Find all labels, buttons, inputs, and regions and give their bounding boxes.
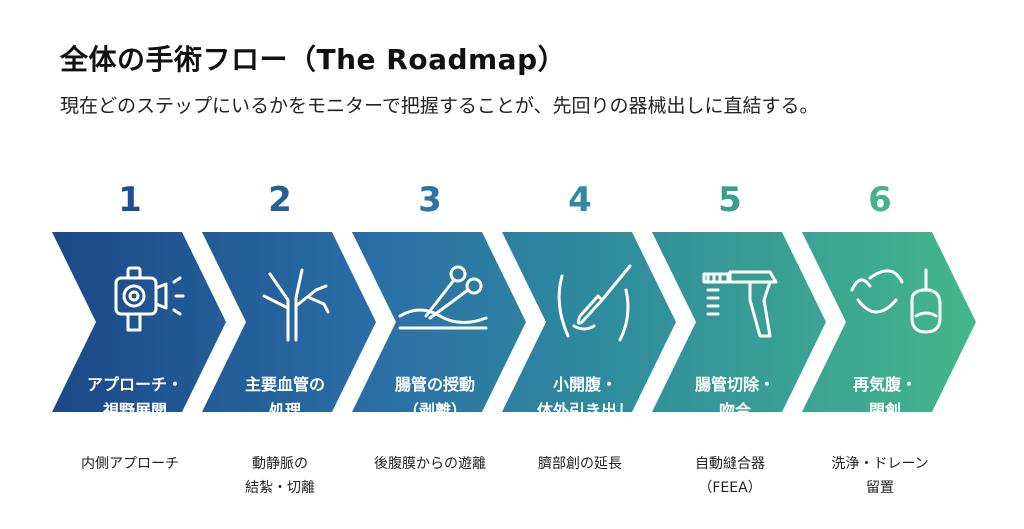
suture-drain-icon bbox=[850, 268, 942, 334]
endoscope-camera-icon bbox=[114, 266, 185, 332]
step-number-6: 6 bbox=[868, 180, 892, 220]
step-desc-4: 臍部創の延長 bbox=[538, 456, 622, 472]
step-desc-6: 洗浄・ドレーン留置 bbox=[831, 456, 929, 496]
scissors-dissection-icon bbox=[398, 265, 488, 330]
step-desc-1: 内側アプローチ bbox=[81, 456, 179, 472]
step-label-6: 再気腹・閉創 bbox=[852, 375, 917, 420]
step-label-2: 主要血管の処理 bbox=[244, 375, 325, 420]
blood-vessel-icon bbox=[262, 268, 330, 342]
step-label-1: アプローチ・視野展開 bbox=[86, 375, 183, 420]
page-title: 全体の手術フロー（The Roadmap） bbox=[60, 43, 567, 76]
scalpel-incision-icon bbox=[557, 264, 632, 342]
step-desc-3: 後腹膜からの遊離 bbox=[374, 456, 486, 472]
step-label-3: 腸管の授動（剥離） bbox=[394, 375, 475, 420]
step-number-2: 2 bbox=[268, 180, 292, 220]
step-label-5: 腸管切除・吻合 bbox=[694, 375, 775, 420]
step-number-5: 5 bbox=[718, 180, 742, 220]
step-label-4: 小開腹・体外引き出し bbox=[536, 375, 633, 420]
step-number-1: 1 bbox=[118, 180, 142, 220]
step-number-3: 3 bbox=[418, 180, 442, 220]
step-desc-2: 動静脈の結紮・切離 bbox=[245, 456, 315, 496]
step-desc-5: 自動縫合器（FEEA） bbox=[695, 456, 765, 496]
stapler-icon bbox=[702, 270, 778, 338]
page-subtitle: 現在どのステップにいるかをモニターで把握することが、先回りの器械出しに直結する。 bbox=[60, 95, 819, 117]
step-number-4: 4 bbox=[568, 180, 592, 220]
